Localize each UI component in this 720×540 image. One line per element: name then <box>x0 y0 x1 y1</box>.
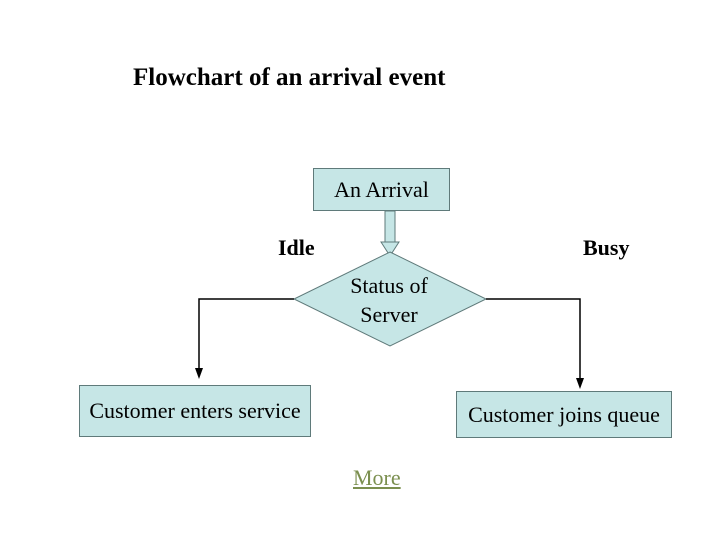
diagram-title: Flowchart of an arrival event <box>133 64 446 91</box>
decision-label-line2: Server <box>360 302 418 327</box>
joins-queue-label: Customer joins queue <box>468 401 660 427</box>
enters-service-node: Customer enters service <box>79 385 311 437</box>
enters-service-label: Customer enters service <box>89 398 301 423</box>
arrival-to-decision-arrow <box>380 210 400 257</box>
more-link[interactable]: More <box>353 465 401 490</box>
busy-connector <box>486 298 584 389</box>
arrival-node: An Arrival <box>313 168 450 211</box>
joins-queue-node: Customer joins queue <box>456 391 672 438</box>
arrival-node-label: An Arrival <box>334 176 429 202</box>
decision-label-line1: Status of <box>350 273 428 298</box>
idle-branch-label: Idle <box>278 235 315 260</box>
decision-label: Status of Server <box>325 271 453 329</box>
busy-branch-label: Busy <box>583 235 630 260</box>
idle-connector <box>195 298 294 379</box>
decision-diamond <box>292 251 488 347</box>
